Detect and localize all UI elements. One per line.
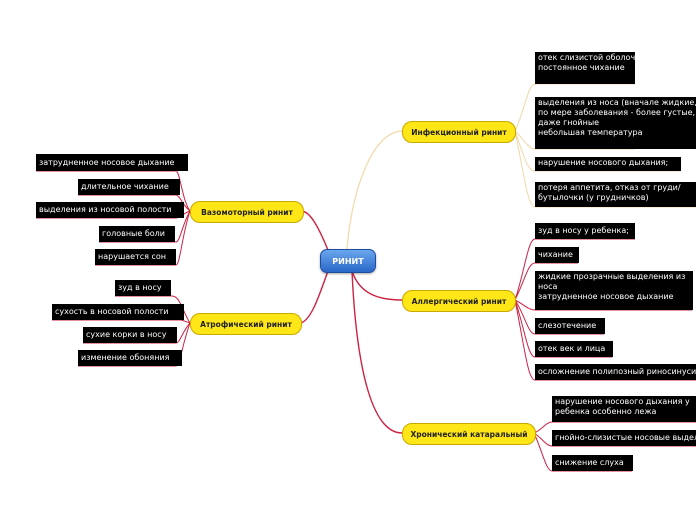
link-infectious-4 bbox=[514, 130, 696, 208]
leaf-chronic-3[interactable]: снижение слуха bbox=[552, 455, 633, 471]
leaf-allergic-1[interactable]: зуд в носу у ребенка; bbox=[535, 223, 635, 239]
leaf-vasomotor-5[interactable]: нарушается сон bbox=[95, 249, 176, 265]
link-root-chronic bbox=[351, 270, 403, 434]
link-allergic-5 bbox=[514, 299, 612, 358]
link-chronic-1 bbox=[533, 421, 696, 434]
link-vasomotor-5 bbox=[95, 210, 191, 266]
leaf-infectious-4[interactable]: потеря аппетита, отказ от груди/ бутылоч… bbox=[535, 182, 696, 207]
link-root-vasomotor bbox=[301, 210, 331, 256]
leaf-chronic-2[interactable]: гнойно-слизистые носовые выделения bbox=[552, 430, 696, 446]
root-node[interactable]: РИНИТ bbox=[320, 249, 376, 273]
leaf-vasomotor-2[interactable]: длительное чихание bbox=[78, 179, 180, 195]
link-infectious-1 bbox=[514, 83, 635, 132]
leaf-vasomotor-1[interactable]: затрудненное носовое дыхание bbox=[36, 154, 188, 171]
leaf-atrophic-2[interactable]: сухость в носовой полости bbox=[52, 304, 184, 320]
leaf-vasomotor-4[interactable]: головные боли bbox=[99, 226, 175, 242]
topic-infectious[interactable]: Инфекционный ринит bbox=[402, 121, 516, 143]
leaf-allergic-2[interactable]: чихание bbox=[535, 247, 579, 263]
link-allergic-2 bbox=[514, 262, 578, 301]
leaf-chronic-1[interactable]: нарушение носового дыхания у ребенка осо… bbox=[552, 396, 696, 422]
leaf-allergic-5[interactable]: отек век и лица bbox=[535, 341, 613, 357]
topic-allergic[interactable]: Аллергический ринит bbox=[402, 290, 516, 312]
link-vasomotor-2 bbox=[78, 194, 191, 212]
topic-atrophic[interactable]: Атрофический ринит bbox=[190, 313, 302, 335]
topic-chronic[interactable]: Хронический катаральный bbox=[402, 423, 536, 445]
leaf-infectious-3[interactable]: нарушение носового дыхания; bbox=[535, 157, 681, 171]
link-vasomotor-1 bbox=[36, 170, 191, 212]
link-atrophic-2 bbox=[52, 319, 191, 324]
leaf-atrophic-4[interactable]: изменение обоняния bbox=[78, 350, 182, 366]
topic-vasomotor[interactable]: Вазомоторный ринит bbox=[190, 201, 304, 223]
link-atrophic-1 bbox=[115, 295, 191, 324]
link-infectious-2 bbox=[514, 130, 635, 150]
link-allergic-3 bbox=[514, 299, 692, 311]
link-root-allergic bbox=[351, 270, 403, 301]
link-infectious-3 bbox=[514, 130, 680, 172]
leaf-allergic-6[interactable]: осложнение полипозный риносинусит bbox=[535, 364, 696, 380]
link-root-atrophic bbox=[299, 264, 331, 324]
link-chronic-2 bbox=[533, 432, 696, 447]
leaf-allergic-3[interactable]: жидкие прозрачные выделения из носа затр… bbox=[535, 271, 693, 310]
leaf-atrophic-1[interactable]: зуд в носу bbox=[115, 280, 171, 296]
link-allergic-4 bbox=[514, 299, 604, 335]
link-vasomotor-4 bbox=[99, 210, 191, 243]
link-chronic-3 bbox=[533, 432, 632, 472]
leaf-allergic-4[interactable]: слезотечение bbox=[535, 318, 605, 334]
leaf-atrophic-3[interactable]: сухие корки в носу bbox=[83, 327, 177, 343]
link-allergic-6 bbox=[514, 299, 696, 381]
link-allergic-1 bbox=[514, 238, 635, 301]
link-root-infectious bbox=[346, 130, 403, 250]
leaf-infectious-2[interactable]: выделения из носа (вначале жидкие, по ме… bbox=[535, 97, 696, 149]
leaf-infectious-1[interactable]: отек слизистой оболочки носа ребенка пос… bbox=[535, 52, 635, 84]
leaf-vasomotor-3[interactable]: выделения из носовой полости bbox=[36, 202, 184, 218]
